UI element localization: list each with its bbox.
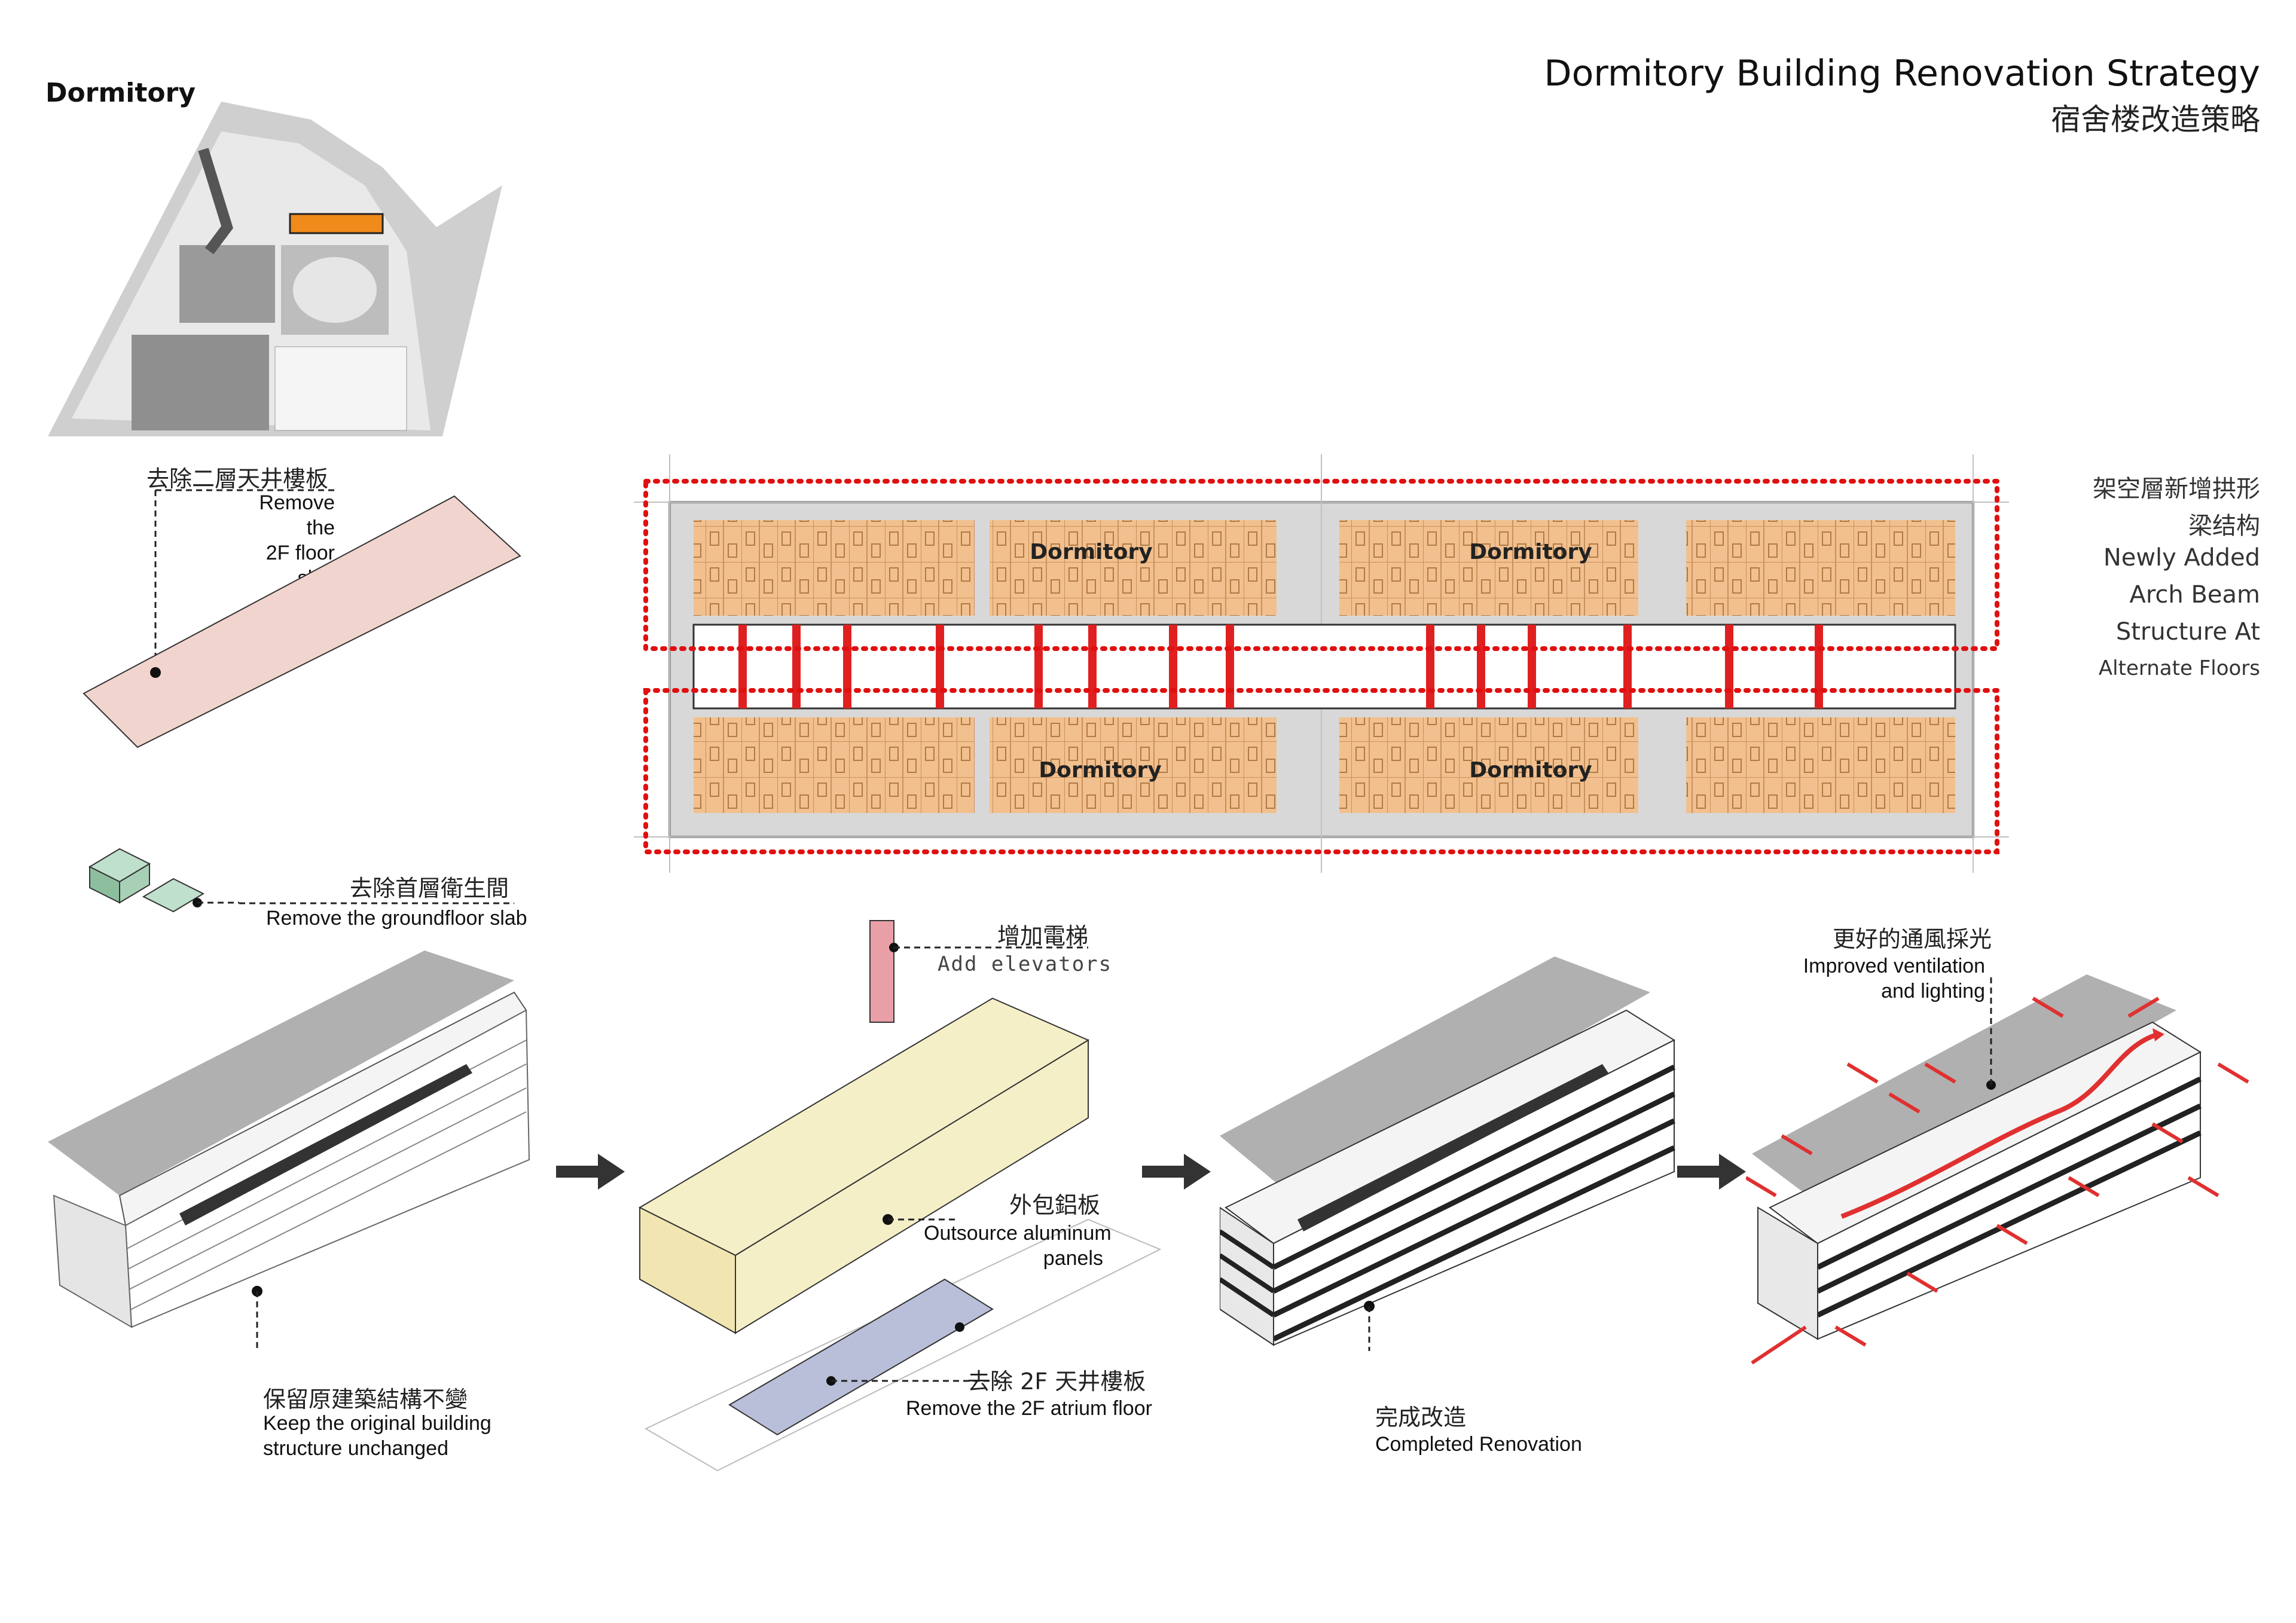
label-remove-atrium-en: Remove the 2F atrium floor <box>906 1397 1152 1420</box>
atrium-cutout <box>728 1278 994 1436</box>
toilet-blocks <box>88 848 239 913</box>
text-line: panels <box>1043 1247 1103 1270</box>
plan-room-label-br: Dormitory <box>1469 758 1592 783</box>
label-completed-zh: 完成改造 <box>1375 1404 1467 1431</box>
label-ventilation-zh: 更好的通風採光 <box>1833 926 1992 952</box>
plan-note-en-2: Arch Beam <box>2129 581 2260 609</box>
text-line: structure unchanged <box>263 1437 448 1460</box>
elevator-shaft <box>869 920 894 1023</box>
dotted-outline-top <box>643 479 1999 651</box>
atrium <box>692 623 1956 710</box>
label-remove-2f-slab-zh: 去除二層天井樓板 <box>146 466 329 492</box>
label-remove-gf-zh: 去除首層衛生間 <box>350 875 509 901</box>
arch-beams <box>738 625 1823 708</box>
plan-note-en-1: Newly Added <box>2103 544 2260 571</box>
room-block-tm <box>990 520 1277 616</box>
text-line: Outsource aluminum <box>924 1222 1112 1245</box>
building-completed <box>1220 956 1676 1351</box>
label-add-elevators-zh: 增加電梯 <box>997 923 1089 949</box>
label-keep-structure-zh: 保留原建築結構不變 <box>263 1386 468 1413</box>
label-ventilation-en: Improved ventilation and lighting <box>1800 953 1985 1004</box>
section-label: Dormitory <box>45 78 196 108</box>
room-block-tr2 <box>1686 520 1955 616</box>
text-line: Improved ventilation <box>1803 955 1985 977</box>
room-block-br1 <box>1339 717 1638 813</box>
site-block <box>179 245 275 323</box>
room-block-bl <box>694 717 975 813</box>
label-remove-gf-en: Remove the groundfloor slab <box>266 907 527 930</box>
text-line: Remove the <box>259 491 335 539</box>
text-line: and lighting <box>1881 980 1985 1002</box>
plan-note-zh-1: 架空層新增拱形 <box>2093 475 2260 503</box>
floor-plan: Dormitory Dormitory Dormitory Dormitory <box>634 454 2009 873</box>
arrow-3-icon <box>1677 1154 1746 1190</box>
floor-slab <box>83 495 521 748</box>
leader-line <box>239 902 514 904</box>
ventilation-arrows <box>1746 997 2249 1365</box>
page-title-zh: 宿舍楼改造策略 <box>2051 102 2260 137</box>
label-add-elevators-en: Add elevators <box>938 952 1113 976</box>
label-keep-structure-en: Keep the original building structure unc… <box>263 1411 491 1461</box>
plan-room-label-tr: Dormitory <box>1469 540 1592 564</box>
dotted-outline-bottom <box>643 688 1999 854</box>
building-original <box>48 950 530 1351</box>
site-map <box>48 102 502 436</box>
plan-note-en-4: Alternate Floors <box>2098 656 2260 680</box>
room-block-tl <box>694 520 975 616</box>
page-title: Dormitory Building Renovation Strategy <box>1544 53 2260 94</box>
slab-diagram <box>83 489 521 748</box>
airflow-curve <box>1840 1032 2160 1219</box>
plan-note-en-3: Structure At <box>2115 618 2260 646</box>
label-completed-en: Completed Renovation <box>1375 1433 1582 1456</box>
room-block-tr1 <box>1339 520 1638 616</box>
highlight-dormitory <box>289 213 384 234</box>
plan-note-zh-2: 梁结构 <box>2188 512 2260 540</box>
room-block-bm <box>990 717 1277 813</box>
text-line: Keep the original building <box>263 1412 491 1435</box>
label-remove-atrium-zh: 去除 2F 天井樓板 <box>967 1368 1146 1395</box>
arrow-2-icon <box>1142 1154 1211 1190</box>
label-aluminum-en: Outsource aluminum panels <box>924 1221 1112 1271</box>
plan-room-label-tl: Dormitory <box>1030 540 1152 564</box>
grid-lines <box>634 454 2009 873</box>
renovation-components <box>638 920 1162 1472</box>
building-ventilation <box>1746 974 2249 1365</box>
plan-room-label-bl: Dormitory <box>1039 758 1161 783</box>
label-aluminum-zh: 外包鋁板 <box>1009 1192 1101 1218</box>
arrow-1-icon <box>556 1154 625 1190</box>
room-block-br2 <box>1686 717 1955 813</box>
